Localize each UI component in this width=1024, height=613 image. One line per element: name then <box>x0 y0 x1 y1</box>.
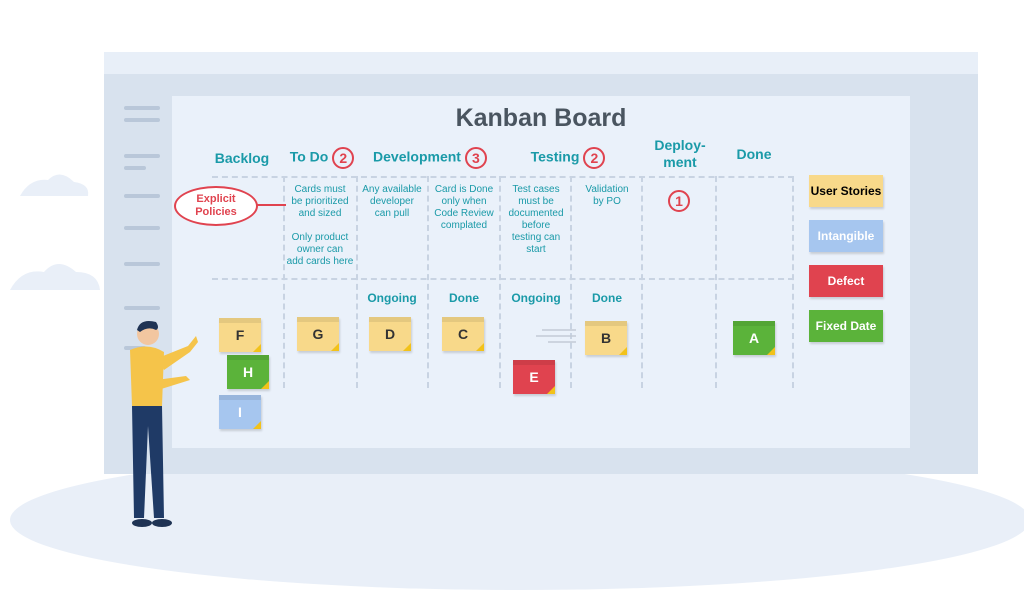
column-divider <box>283 176 285 388</box>
column-divider <box>427 176 429 388</box>
arm-raised <box>158 336 198 370</box>
shirt <box>130 346 164 406</box>
cloud-shape <box>20 174 89 196</box>
policy-todo: Cards must be prioritized and sized Only… <box>286 184 354 267</box>
board-frame-top <box>104 52 978 74</box>
shoe <box>132 519 152 527</box>
policy-dev-ongoing: Any available developer can pull <box>362 184 422 219</box>
legend-user-stories: User Stories <box>809 175 883 207</box>
column-divider <box>570 176 572 388</box>
card-b[interactable]: B <box>585 321 627 355</box>
wip-limit-badge: 3 <box>464 147 487 169</box>
card-d[interactable]: D <box>369 317 411 351</box>
frame-tick <box>124 226 160 230</box>
board-title: Kanban Board <box>455 104 627 132</box>
card-c[interactable]: C <box>442 317 484 351</box>
card-i[interactable]: I <box>219 395 261 429</box>
legs <box>132 406 164 518</box>
card-g[interactable]: G <box>297 317 339 351</box>
column-divider <box>499 176 501 388</box>
card-a[interactable]: A <box>733 321 775 355</box>
frame-tick <box>124 154 160 158</box>
card-f[interactable]: F <box>219 318 261 352</box>
column-divider <box>641 176 643 388</box>
shoe <box>152 519 172 527</box>
legend-defect: Defect <box>809 265 883 297</box>
wip-limit-badge: 2 <box>332 147 355 169</box>
subheader-dev-done: Done <box>449 291 479 305</box>
explicit-policies-label: Explicit Policies <box>174 186 258 226</box>
column-header-done: Done <box>736 146 772 162</box>
card-e[interactable]: E <box>513 360 555 394</box>
column-header-backlog: Backlog <box>214 150 270 166</box>
divider-line <box>212 176 794 178</box>
subheader-test-ongoing: Ongoing <box>511 291 561 305</box>
wip-limit-badge: 2 <box>583 147 606 169</box>
card-h[interactable]: H <box>227 355 269 389</box>
column-divider <box>715 176 717 388</box>
policies-connector <box>256 204 286 206</box>
frame-tick <box>124 118 160 122</box>
frame-tick <box>124 106 160 110</box>
hair <box>137 321 158 332</box>
subheader-dev-ongoing: Ongoing <box>367 291 417 305</box>
frame-tick <box>124 346 146 350</box>
legend-fixed-date: Fixed Date <box>809 310 883 342</box>
frame-tick <box>124 166 146 170</box>
column-divider <box>792 176 794 388</box>
divider-line <box>212 278 794 280</box>
column-header-deployment: Deploy- ment <box>654 137 706 170</box>
policy-test-ongoing: Test cases must be documented before tes… <box>508 184 564 255</box>
frame-tick <box>124 262 160 266</box>
legend-intangible: Intangible <box>809 220 883 252</box>
arm-low <box>156 376 190 390</box>
ground-ellipse <box>10 450 1024 590</box>
motion-lines <box>536 329 576 343</box>
subheader-test-done: Done <box>592 291 622 305</box>
deployment-wip-badge: 1 <box>668 190 690 212</box>
frame-tick <box>124 194 160 198</box>
cloud-shape <box>10 264 100 290</box>
presenter-figure <box>130 321 198 527</box>
column-divider <box>356 176 358 388</box>
frame-tick <box>124 306 160 310</box>
policy-test-done: Validation by PO <box>585 184 629 207</box>
policy-dev-done: Card is Done only when Code Review compl… <box>434 184 494 231</box>
